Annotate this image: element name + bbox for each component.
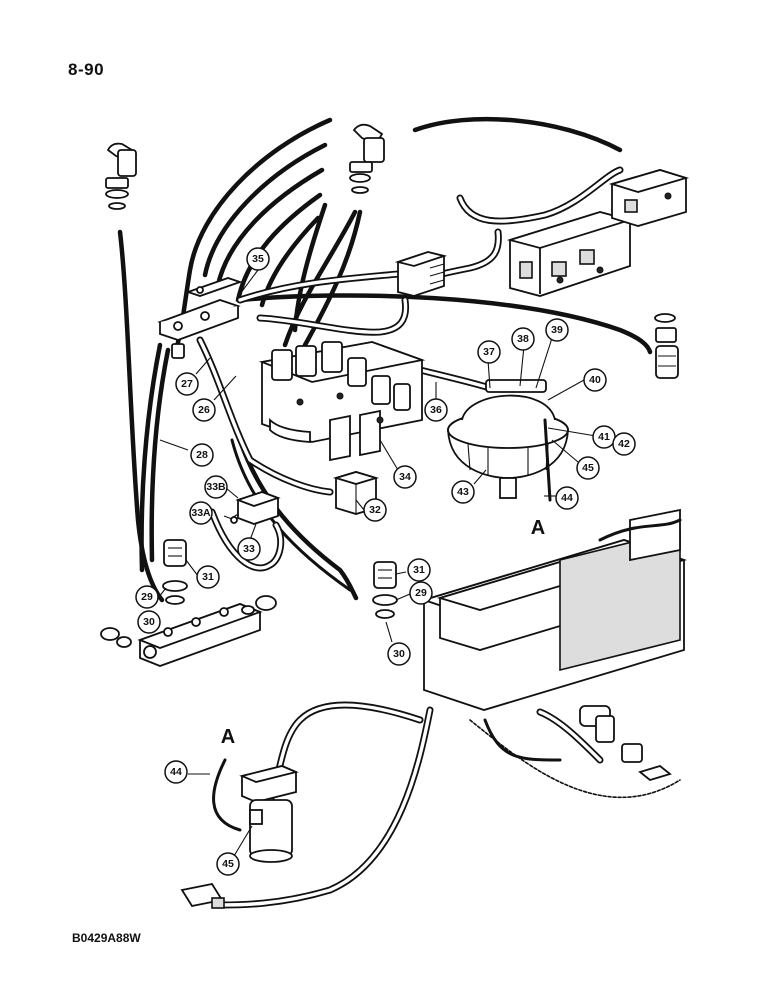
svg-text:31: 31 xyxy=(202,571,214,583)
callout-38: 38 xyxy=(511,327,535,351)
svg-text:32: 32 xyxy=(369,504,381,516)
callout-45-lower: 45 xyxy=(216,852,240,876)
svg-text:29: 29 xyxy=(415,587,427,599)
svg-text:26: 26 xyxy=(198,404,210,416)
svg-text:44: 44 xyxy=(561,492,573,504)
callout-36: 36 xyxy=(424,398,448,422)
solenoid-coils-right xyxy=(579,705,672,781)
svg-text:44: 44 xyxy=(170,766,182,778)
callout-37: 37 xyxy=(477,340,501,364)
pressure-switch xyxy=(223,491,281,525)
fitting-right xyxy=(654,313,679,379)
callout-44-upper: 44 xyxy=(555,486,579,510)
svg-text:31: 31 xyxy=(413,564,425,576)
control-module-housing xyxy=(421,508,687,711)
inline-filter-right xyxy=(372,561,398,619)
callout-33b: 33B xyxy=(204,475,228,499)
svg-text:43: 43 xyxy=(457,486,469,498)
svg-text:39: 39 xyxy=(551,324,563,336)
reference-letter-a-lower: A xyxy=(221,726,235,748)
leader-lines xyxy=(157,269,597,857)
callout-45-upper: 45 xyxy=(576,456,600,480)
svg-text:41: 41 xyxy=(598,431,610,443)
callout-29-right: 29 xyxy=(409,581,433,605)
callout-30-right: 30 xyxy=(387,642,411,666)
manifold-fittings-left xyxy=(157,277,243,359)
page-number: 8-90 xyxy=(68,60,105,79)
svg-text:35: 35 xyxy=(252,253,264,265)
svg-text:36: 36 xyxy=(430,404,442,416)
callout-26: 26 xyxy=(192,398,216,422)
elbow-fitting-top xyxy=(349,123,385,194)
callout-31-left: 31 xyxy=(196,565,220,589)
svg-text:40: 40 xyxy=(589,374,601,386)
inline-filter-left xyxy=(162,539,188,605)
callout-30-left: 30 xyxy=(137,610,161,634)
svg-text:33B: 33B xyxy=(206,481,226,493)
callout-41: 41 xyxy=(592,425,616,449)
callout-32: 32 xyxy=(363,498,387,522)
svg-text:42: 42 xyxy=(618,438,630,450)
svg-text:30: 30 xyxy=(393,648,405,660)
svg-text:33: 33 xyxy=(243,543,255,555)
callout-34: 34 xyxy=(393,465,417,489)
svg-text:34: 34 xyxy=(399,471,411,483)
svg-text:30: 30 xyxy=(143,616,155,628)
callout-33: 33 xyxy=(237,537,261,561)
reference-letter-a-upper: A xyxy=(531,517,545,539)
callout-42: 42 xyxy=(612,432,636,456)
connector-block xyxy=(394,251,448,297)
manifold-block-lower xyxy=(100,595,277,667)
callout-28: 28 xyxy=(190,443,214,467)
callout-40: 40 xyxy=(583,368,607,392)
svg-text:45: 45 xyxy=(222,858,234,870)
sensor-plug xyxy=(180,882,225,909)
callout-29-left: 29 xyxy=(135,585,159,609)
callout-31-right: 31 xyxy=(407,558,431,582)
svg-text:45: 45 xyxy=(582,462,594,474)
svg-text:28: 28 xyxy=(196,449,208,461)
svg-text:38: 38 xyxy=(517,333,529,345)
control-valve-bank xyxy=(258,341,426,462)
callout-33a: 33A xyxy=(189,501,213,525)
callout-43: 43 xyxy=(451,480,475,504)
callout-35: 35 xyxy=(246,247,270,271)
callout-27: 27 xyxy=(175,372,199,396)
callout-39: 39 xyxy=(545,318,569,342)
accumulator-dome xyxy=(447,379,569,502)
solenoid-valve-block xyxy=(506,169,690,297)
figure-code: B0429A88W xyxy=(72,931,141,945)
svg-text:37: 37 xyxy=(483,346,495,358)
svg-text:29: 29 xyxy=(141,591,153,603)
accumulator-canister xyxy=(239,765,299,863)
elbow-fitting-left xyxy=(105,142,137,210)
svg-text:33A: 33A xyxy=(191,507,211,519)
callout-44-lower: 44 xyxy=(164,760,188,784)
svg-text:27: 27 xyxy=(181,378,193,390)
